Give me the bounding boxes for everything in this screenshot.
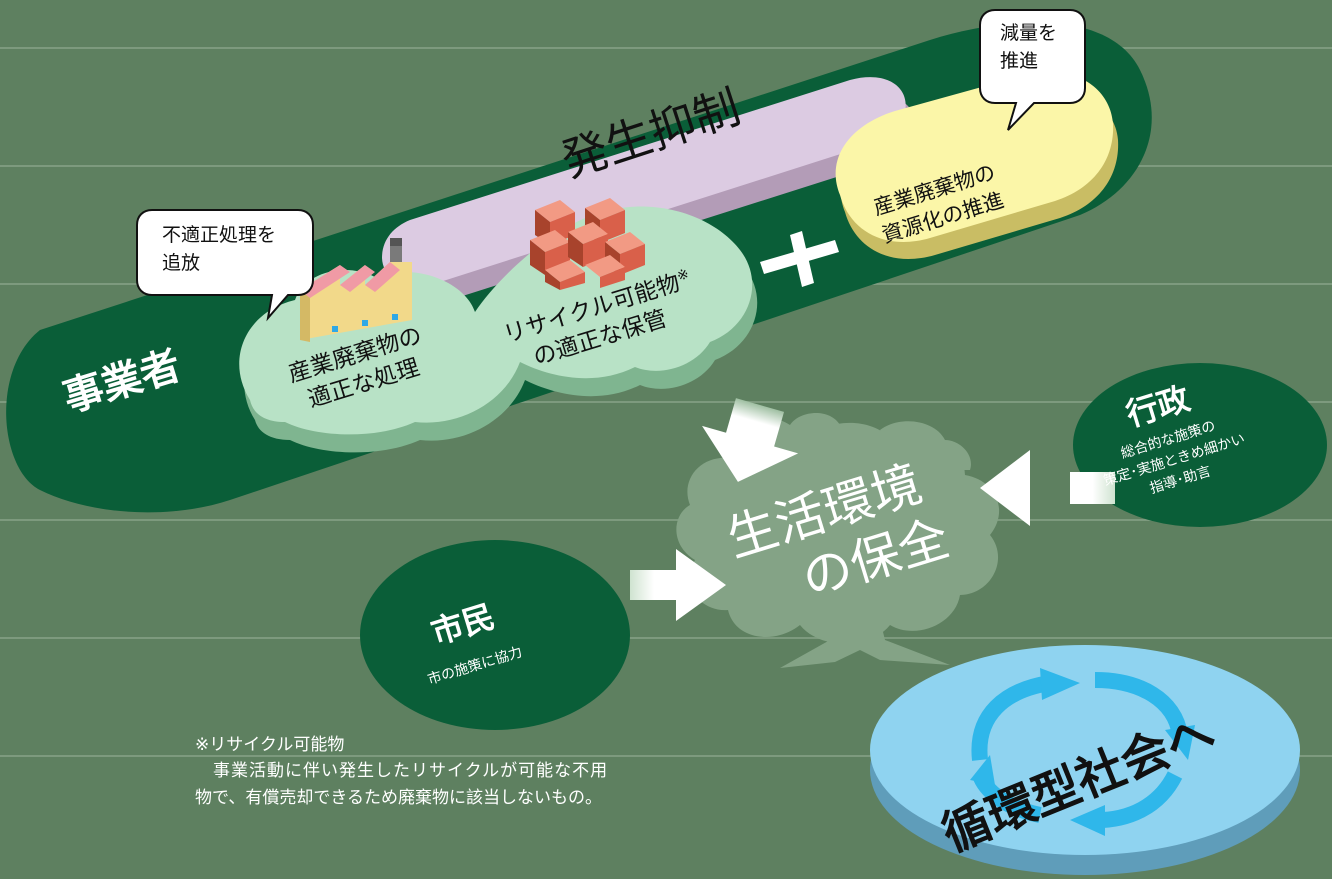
recyclable-boxes-icon: [530, 198, 645, 290]
goal-disc: [870, 645, 1300, 875]
plus-sign: [760, 231, 839, 287]
footnote-title: ※リサイクル可能物: [195, 735, 345, 755]
footnote-line1: 事業活動に伴い発生したリサイクルが可能な不用: [213, 761, 609, 782]
tree-icon: [676, 412, 1000, 668]
footnote: ※リサイクル可能物 事業活動に伴い発生したリサイクルが可能な不用 物で、有償売却…: [195, 732, 608, 811]
callout-improper-bubble: [136, 209, 314, 322]
callout-reduction-bubble: [979, 9, 1086, 131]
factory-icon: [300, 238, 412, 342]
callout-improper-text: 不適正処理を 追放: [162, 224, 277, 274]
inflow-arrow-icon: [630, 398, 1115, 621]
generation-control-pill: [382, 77, 916, 304]
government-circle: [1073, 363, 1327, 527]
footnote-line2: 物で、有償売却できるため廃棄物に該当しないもの。: [195, 787, 602, 808]
citizens-circle: [360, 540, 630, 730]
callout-reduction-text: 減量を 推進: [1000, 22, 1058, 72]
resource-recovery-pill: [835, 71, 1119, 259]
plus-label: ＋: [0, 0, 1, 1]
